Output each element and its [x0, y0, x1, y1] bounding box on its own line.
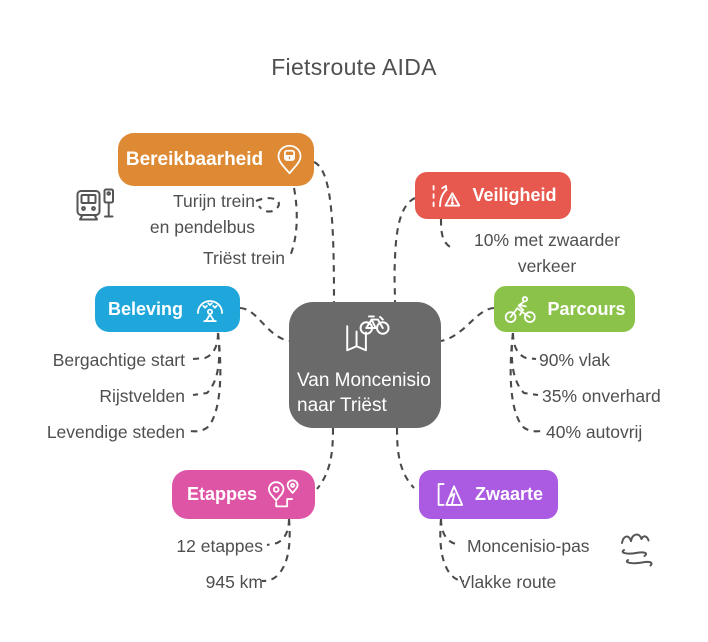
detail-moncenisio-pas: Moncenisio-pas: [467, 536, 590, 556]
map-bicycle-icon: [336, 312, 394, 365]
attraction-icon: [193, 294, 227, 325]
detail-90-vlak: 90% vlak: [539, 350, 611, 370]
detail-vlakke-route: Vlakke route: [459, 572, 557, 592]
mountain-pass-icon: [616, 527, 662, 574]
branch-beleving[interactable]: Beleving: [95, 286, 240, 332]
detail-35-onverhard: 35% onverhard: [542, 386, 661, 406]
detail-turijn-trein: Turijn trein en pendelbus: [149, 191, 255, 237]
detail-12-etappes: 12 etappes: [176, 536, 263, 556]
detail-40-autovrij: 40% autovrij: [546, 422, 643, 442]
branch-veiligheid[interactable]: Veiligheid: [415, 172, 571, 219]
branch-zwaarte[interactable]: Zwaarte: [419, 470, 558, 519]
diagram-title: Fietsroute AIDA: [271, 54, 437, 80]
branch-zwaarte-label: Zwaarte: [474, 484, 544, 504]
branch-beleving-label: Beleving: [107, 298, 184, 319]
detail-triest-trein: Triëst trein: [202, 248, 285, 268]
detail-rijstvelden: Rijstvelden: [99, 386, 185, 406]
branch-bereikbaarheid[interactable]: Bereikbaarheid: [118, 133, 314, 186]
branch-bereikbaarheid-label: Bereikbaarheid: [125, 148, 264, 170]
train-icon: [74, 186, 118, 231]
detail-bergachtige-start: Bergachtige start: [52, 350, 185, 370]
branch-etappes-label: Etappes: [186, 484, 258, 504]
detail-levendige-steden: Levendige steden: [46, 422, 185, 442]
central-node[interactable]: Van Moncenisio naar Triëst: [289, 302, 441, 428]
road-warning-icon: [429, 181, 462, 211]
mountain-icon: [434, 480, 465, 509]
cyclist-icon: [503, 295, 537, 324]
central-label: Van Moncenisio naar Triëst: [289, 368, 441, 418]
central-label-line1: Van Moncenisio: [297, 370, 431, 391]
transit-pin-icon: [273, 143, 306, 176]
central-label-line2: naar Triëst: [297, 395, 387, 416]
branch-parcours-label: Parcours: [547, 298, 626, 319]
detail-zwaarder-verkeer: 10% met zwaarder verkeer: [474, 230, 620, 276]
detail-945-km: 945 km: [205, 572, 263, 592]
branch-etappes[interactable]: Etappes: [172, 470, 315, 519]
branch-veiligheid-label: Veiligheid: [472, 185, 557, 205]
route-pins-icon: [267, 479, 300, 510]
branch-parcours[interactable]: Parcours: [494, 286, 635, 332]
